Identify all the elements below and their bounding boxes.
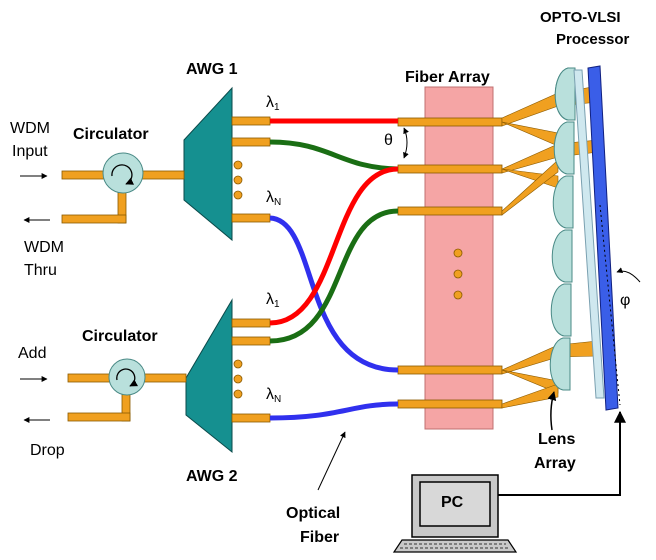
fiber-blue-bottom — [269, 401, 399, 421]
drop-label: Drop — [30, 442, 65, 459]
normal-dashed-line — [599, 204, 621, 406]
awg1-body — [183, 86, 233, 242]
pc-label: PC — [441, 494, 464, 511]
awg2-label: AWG 2 — [186, 468, 238, 485]
lens-array-label-line2: Array — [534, 455, 576, 472]
lambda-subscript: N — [274, 394, 282, 405]
wdm-thru-label-line1: WDM — [24, 239, 64, 256]
lens-array — [549, 67, 576, 391]
lambda-glyph: λ — [266, 94, 274, 111]
circulator-bottom-label: Circulator — [82, 328, 158, 345]
optical-fiber-label-line1: Optical — [286, 505, 341, 522]
opto-vlsi-processor — [587, 65, 619, 411]
lambda-subscript: 1 — [274, 102, 280, 113]
fiber-red-bottom — [269, 166, 399, 326]
add-label: Add — [18, 345, 47, 362]
lens-array-pointer — [547, 391, 557, 431]
lambda1-top-label: λ1 — [266, 95, 280, 113]
theta-angle-arc — [403, 127, 409, 159]
wdm-thru-label-line2: Thru — [24, 262, 57, 279]
awg2-body — [185, 298, 233, 454]
awg1-label: AWG 1 — [186, 61, 238, 78]
opto-vlsi-glass — [573, 69, 605, 399]
optical-fiber-label-line2: Fiber — [300, 529, 340, 546]
lambda-subscript: 1 — [274, 299, 280, 310]
lambda-glyph: λ — [266, 291, 274, 308]
pc-computer — [392, 474, 518, 553]
fiber-array-block — [424, 86, 494, 430]
lambdaN-bottom-label: λN — [266, 387, 281, 405]
lambda-glyph: λ — [266, 189, 274, 206]
circulator-top — [61, 152, 185, 224]
circulator-bottom — [67, 358, 187, 422]
opto-vlsi-label-line2: Processor — [556, 31, 630, 48]
lambdaN-top-label: λN — [266, 190, 281, 208]
opto-vlsi-label-line1: OPTO-VLSI — [540, 9, 621, 26]
lambda-glyph: λ — [266, 386, 274, 403]
pc-connection-line — [498, 410, 626, 496]
phi-label: φ — [620, 292, 631, 309]
channel-dots — [233, 160, 463, 399]
lens-array-label-line1: Lens — [538, 431, 576, 448]
fiber-green-bottom — [269, 208, 399, 344]
fiber-green-top — [269, 139, 399, 172]
lambda1-bottom-label: λ1 — [266, 292, 280, 310]
circulator-top-label: Circulator — [73, 126, 149, 143]
lambda-subscript: N — [274, 197, 282, 208]
phi-angle-arc — [616, 267, 641, 283]
fiber-blue-top — [269, 215, 399, 373]
optical-fiber-pointer — [317, 431, 346, 491]
wdm-input-label-line2: Input — [12, 143, 48, 160]
theta-label: θ — [384, 132, 393, 149]
wdm-input-label-line1: WDM — [10, 120, 50, 137]
fiber-array-label: Fiber Array — [405, 69, 490, 86]
